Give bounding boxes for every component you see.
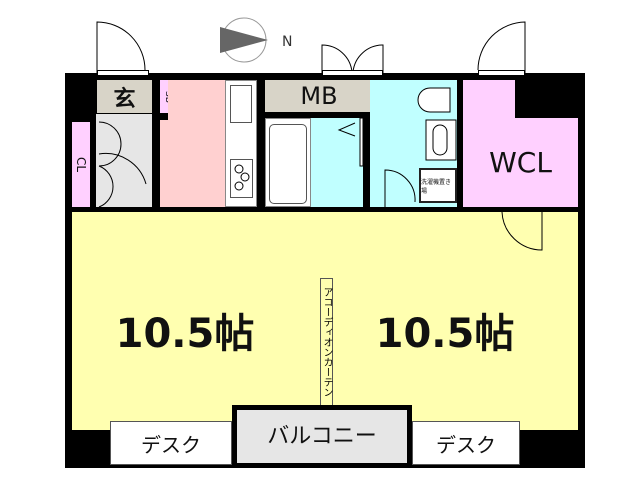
entrance-hall (96, 114, 152, 208)
desk-right: デスク (412, 421, 520, 465)
stove-icon (230, 159, 253, 198)
washing-machine-space: 洗濯機置き場 (419, 168, 457, 203)
bathroom (265, 118, 311, 207)
genkan-label: 玄 (97, 80, 152, 113)
exterior-doors (96, 21, 526, 73)
compass-icon (220, 17, 268, 63)
kitchen (225, 80, 257, 207)
meter-box: MB (265, 80, 373, 112)
pink-room-top (168, 80, 225, 120)
closet: CL (72, 122, 90, 207)
pink-room (160, 120, 225, 207)
washroom (311, 117, 364, 207)
room-right-size: 10.5帖 (375, 311, 515, 357)
balcony: バルコニー (232, 405, 412, 468)
mirror-icon (337, 117, 364, 167)
wcl-label: WCL (463, 118, 578, 207)
room-left-size: 10.5帖 (115, 311, 255, 357)
closet-doors (98, 121, 147, 208)
toilet-icon (384, 87, 457, 207)
bathtub-icon (269, 124, 307, 204)
desk-left: デスク (110, 421, 232, 465)
window (322, 70, 383, 76)
accordion-curtain: アコーディオンカーテン (320, 278, 333, 406)
north-label: N (282, 34, 293, 50)
sink-icon (230, 85, 252, 123)
window (97, 70, 149, 76)
door-swing (501, 211, 543, 251)
window (478, 70, 525, 76)
